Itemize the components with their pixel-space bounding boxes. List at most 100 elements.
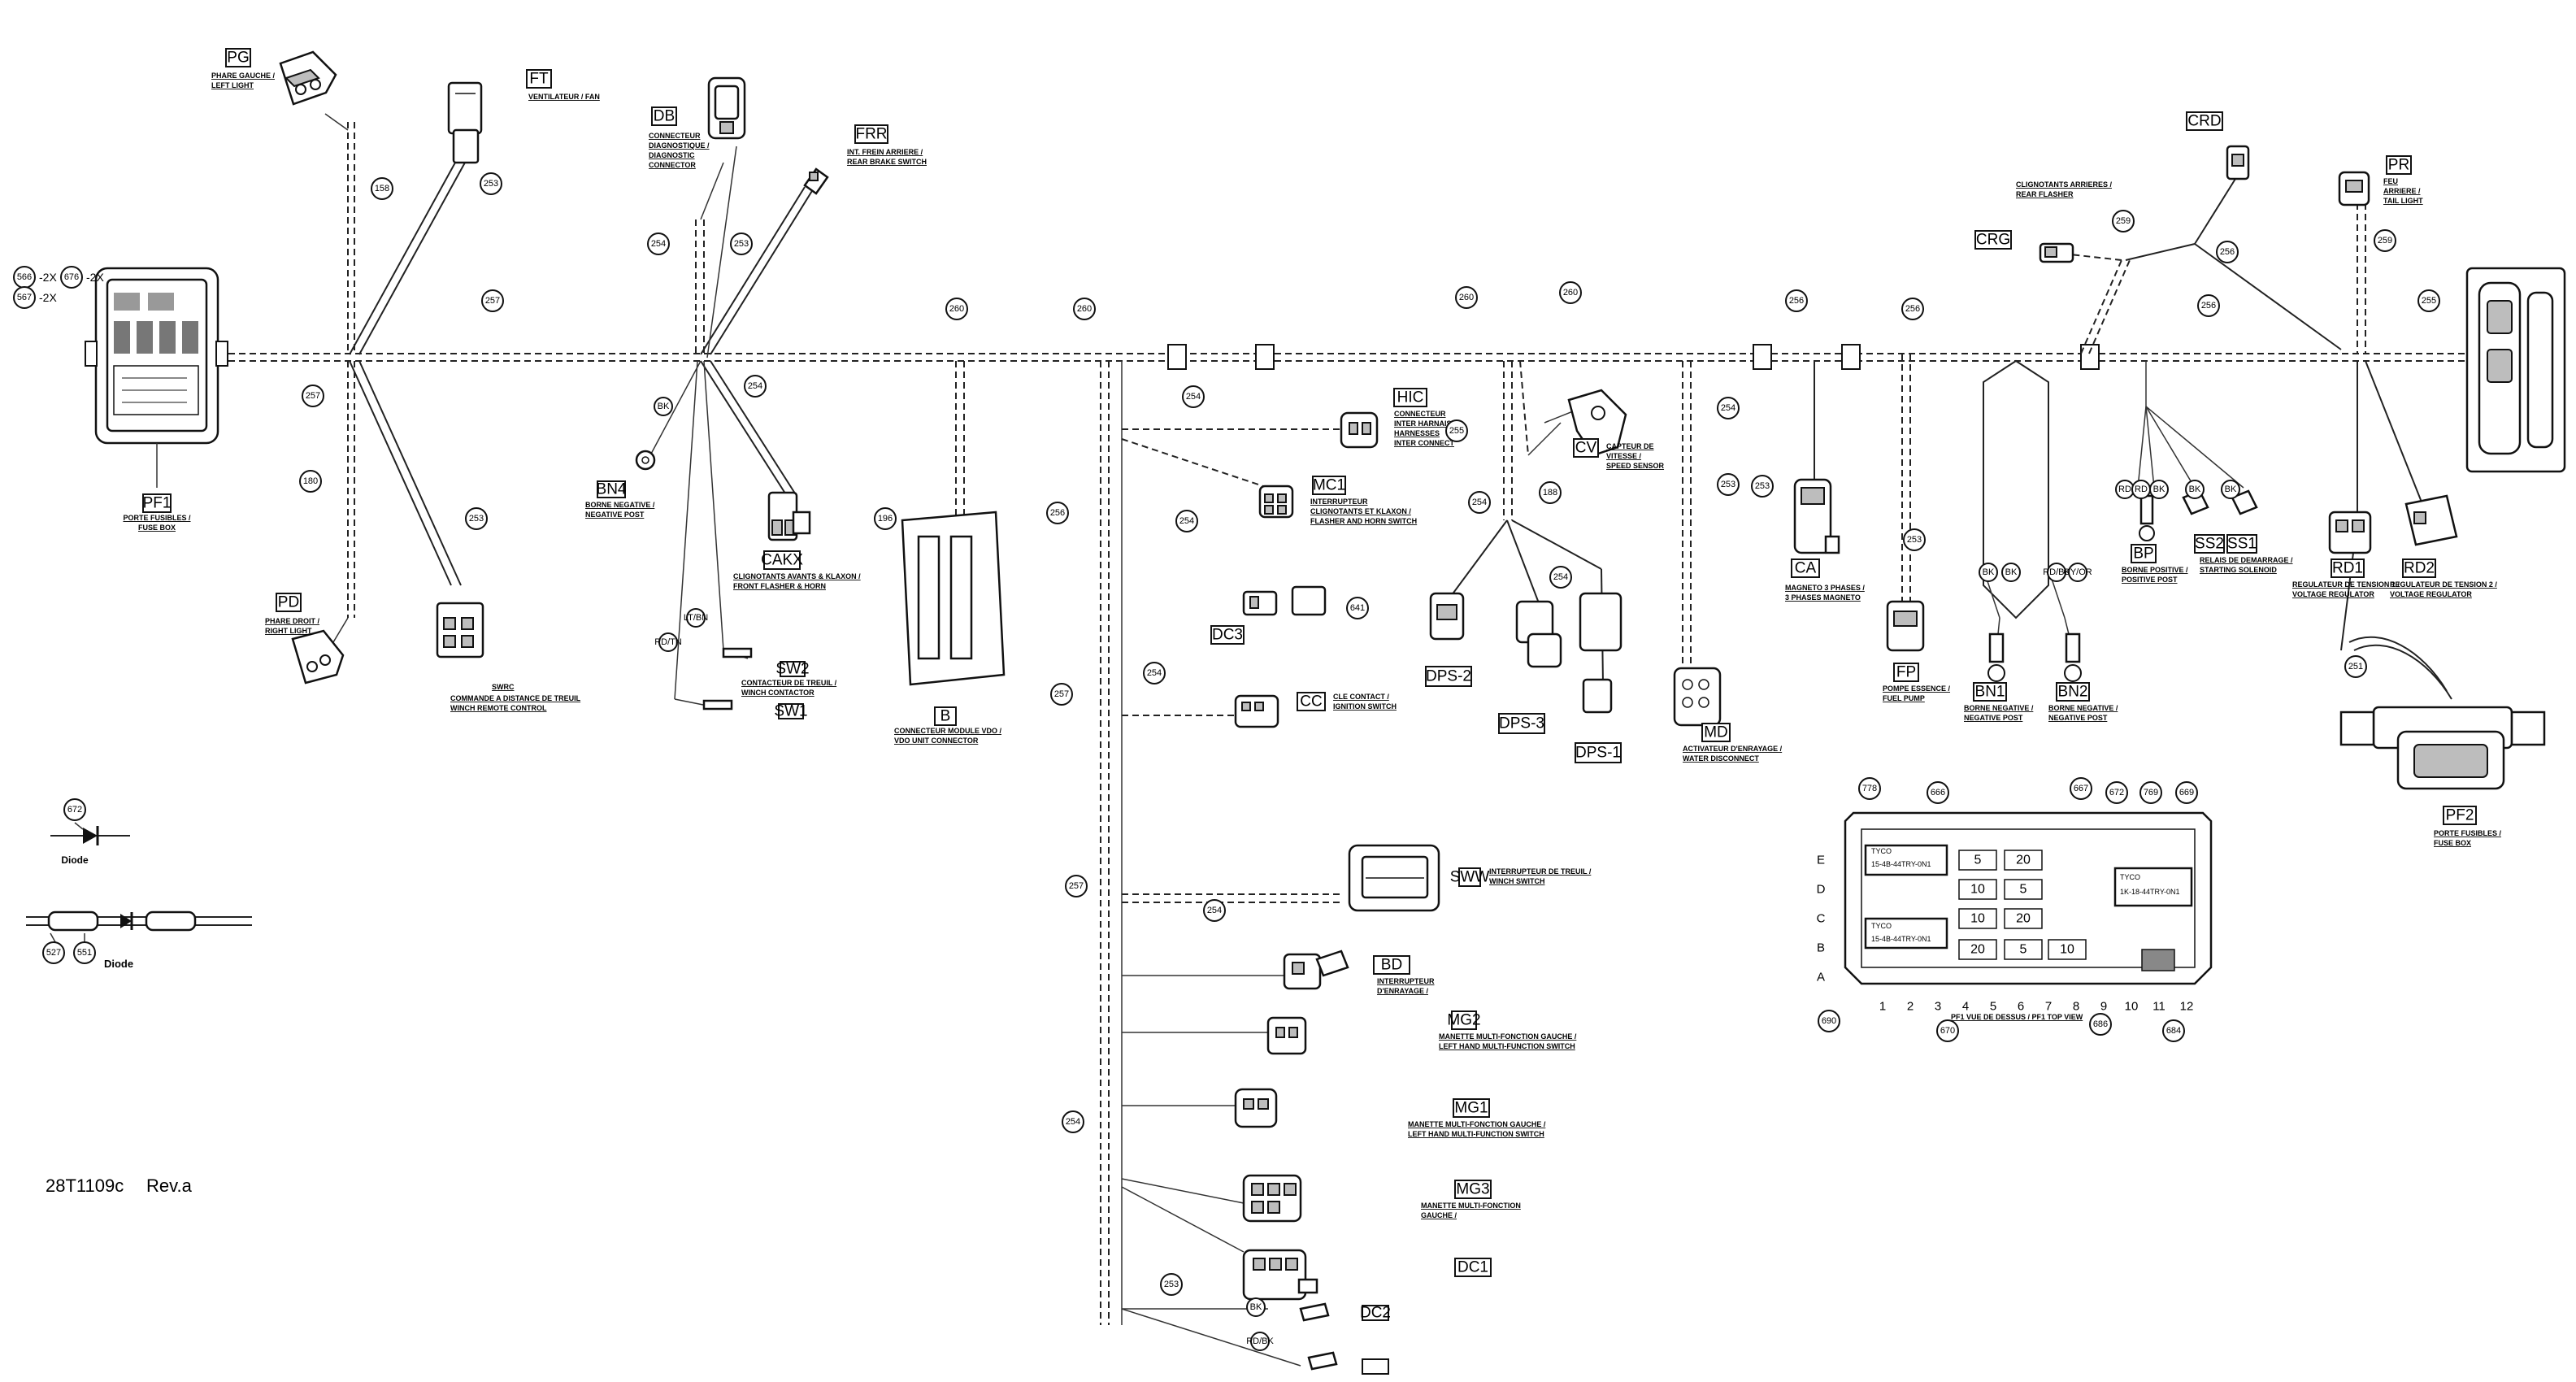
pg-desc-1: PHARE GAUCHE / xyxy=(211,72,276,80)
svg-text:670: 670 xyxy=(1940,1026,1955,1036)
mg1-desc-1: MANETTE MULTI-FONCTION xyxy=(1421,1202,1521,1210)
code-sw1: SW1 xyxy=(774,703,807,720)
svg-text:253: 253 xyxy=(1755,481,1770,491)
wire-callout-254: 254 xyxy=(647,233,670,255)
svg-text:158: 158 xyxy=(375,184,389,193)
svg-text:254: 254 xyxy=(1472,498,1487,507)
svg-text:MG1: MG1 xyxy=(1454,1100,1488,1117)
code-bp: BP xyxy=(2131,544,2157,563)
pf1-fuse-value-3: 5 xyxy=(2020,883,2027,897)
bd-desc-1: MANETTE MULTI-FONCTION GAUCHE / xyxy=(1439,1032,1577,1041)
pf1-col-12: 12 xyxy=(2180,1000,2194,1014)
svg-text:B: B xyxy=(940,708,951,725)
callout-672-legend: 672 xyxy=(63,798,86,821)
svg-text:254: 254 xyxy=(748,381,762,391)
regulator-branches xyxy=(2340,360,2452,700)
svg-text:PF1: PF1 xyxy=(143,495,172,512)
terminal-tag-10: RD/BK xyxy=(2043,563,2070,582)
svg-text:RD: RD xyxy=(2118,485,2131,494)
wire-callout-255: 255 xyxy=(2417,289,2440,312)
pf1tv-pn-5: 1K-18-44TRY-0N1 xyxy=(2120,888,2180,896)
svg-text:CRG: CRG xyxy=(1976,232,2010,249)
pf1-callout-669: 669 xyxy=(2175,781,2198,804)
code-pg: PG xyxy=(225,48,251,67)
fuse-box-pf1 xyxy=(85,267,228,488)
sw2-desc-1: CONTACTEUR DE TREUIL / xyxy=(741,679,837,687)
svg-text:BK: BK xyxy=(658,402,670,411)
svg-text:667: 667 xyxy=(2074,784,2088,793)
connector-cakx xyxy=(767,491,811,541)
wire-callout-259: 259 xyxy=(2112,210,2135,233)
mg2-desc-2: LEFT HAND MULTI-FUNCTION SWITCH xyxy=(1408,1130,1544,1138)
cv-desc-1: CAPTEUR DE xyxy=(1606,442,1654,450)
svg-text:MD: MD xyxy=(1704,724,1728,741)
svg-text:259: 259 xyxy=(2378,236,2392,246)
svg-text:254: 254 xyxy=(1553,572,1568,582)
wire-diode-legend xyxy=(26,910,252,949)
connector-mg3 xyxy=(1242,1249,1318,1301)
cv-desc-2: VITESSE / xyxy=(1606,452,1642,460)
cc-desc-1: CLE CONTACT / xyxy=(1333,693,1389,701)
pf1-callout-769: 769 xyxy=(2139,781,2162,804)
code-md: MD xyxy=(1701,723,1731,742)
svg-text:BK: BK xyxy=(2005,567,2018,577)
svg-text:BK: BK xyxy=(2225,485,2237,494)
connector-fp xyxy=(1886,600,1925,652)
svg-text:RD2: RD2 xyxy=(2404,560,2435,577)
pf1-callout-778: 778 xyxy=(1858,777,1881,800)
ci-desc-2: WINCH SWITCH xyxy=(1489,877,1545,885)
code-bn1: BN1 xyxy=(1973,682,2007,702)
svg-text:551: 551 xyxy=(77,948,92,958)
connector-pr xyxy=(2338,171,2370,206)
svg-text:PF2: PF2 xyxy=(2446,807,2474,824)
wire-callout-253: 253 xyxy=(465,507,488,530)
connector-mg2 xyxy=(1234,1088,1278,1128)
svg-text:254: 254 xyxy=(651,239,666,249)
svg-text:BK: BK xyxy=(2153,485,2165,494)
frr-desc-2: REAR BRAKE SWITCH xyxy=(847,158,927,166)
db-desc-2: DIAGNOSTIQUE / xyxy=(649,141,710,150)
svg-text:MC1: MC1 xyxy=(1313,477,1345,494)
rear-flasher-desc-2: REAR FLASHER xyxy=(2016,190,2074,198)
pr-desc-1: FEU xyxy=(2383,177,2398,185)
svg-text:RD1: RD1 xyxy=(2332,560,2363,577)
pf2-desc-2: FUSE BOX xyxy=(2434,839,2471,847)
connector-dc1 xyxy=(1299,1302,1330,1322)
bn4-desc-2: NEGATIVE POST xyxy=(585,511,645,519)
wire-callout-196: 196 xyxy=(874,507,897,530)
svg-text:DPS-1: DPS-1 xyxy=(1575,745,1621,762)
swrc-desc-1: COMMANDE A DISTANCE DE TREUIL xyxy=(450,694,581,702)
pr-desc-3: TAIL LIGHT xyxy=(2383,197,2423,205)
terminal-tag-7: BK xyxy=(2221,480,2240,499)
connector-dps-1 xyxy=(1579,592,1622,714)
pf1-callout-667: 667 xyxy=(2070,777,2092,800)
sww-desc-2: D'ENRAYAGE / xyxy=(1377,987,1428,995)
svg-text:253: 253 xyxy=(1721,480,1735,489)
connector-cc xyxy=(1234,694,1279,728)
wire-callout-254: 254 xyxy=(744,375,767,398)
connector-mg1 xyxy=(1242,1174,1302,1223)
wire-callout-254: 254 xyxy=(1175,510,1198,532)
connector-rd2 xyxy=(2404,494,2458,546)
callout-676-suffix: -2X xyxy=(86,271,104,284)
svg-text:MG2: MG2 xyxy=(1447,1012,1480,1029)
connector-ci xyxy=(1348,844,1440,912)
svg-text:BK: BK xyxy=(1250,1302,1262,1312)
svg-text:256: 256 xyxy=(1905,304,1920,314)
svg-text:SW2: SW2 xyxy=(775,661,809,678)
wire-callout-260: 260 xyxy=(1455,286,1478,309)
connector-ss1 xyxy=(2231,489,2258,515)
wire-callout-641: 641 xyxy=(1346,597,1369,619)
svg-text:BD: BD xyxy=(1381,957,1402,974)
svg-text:253: 253 xyxy=(1164,1280,1179,1289)
bn1-desc-2: NEGATIVE POST xyxy=(1964,714,2023,722)
pf1-row-D: D xyxy=(1817,883,1826,897)
pf1tv-pn-0: TYCO xyxy=(1871,847,1892,855)
wire-callout-255: 255 xyxy=(1445,419,1468,442)
wire-callout-254: 254 xyxy=(1062,1110,1084,1133)
hic-desc-2: INTER HARNAIS / xyxy=(1394,419,1456,428)
pf2-desc-1: PORTE FUSIBLES / xyxy=(2434,829,2502,837)
terminal-tag-8: BK xyxy=(1979,563,1998,582)
